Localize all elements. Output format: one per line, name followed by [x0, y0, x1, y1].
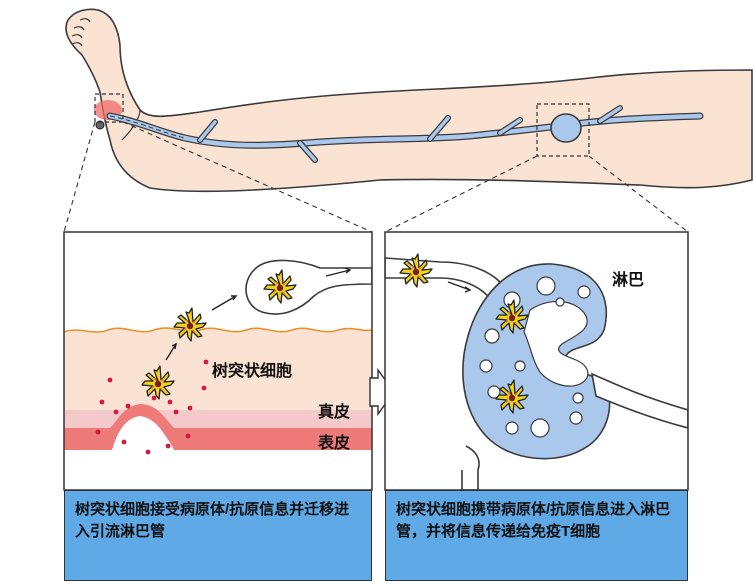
lymph-node-panel — [384, 231, 689, 491]
pathogen-dots — [95, 359, 209, 455]
leg-outline — [65, 8, 753, 193]
skin-panel — [63, 231, 373, 491]
caption-left: 树突状细胞接受病原体/抗原信息并迁移进入引流淋巴管 — [64, 490, 372, 581]
label-epidermis: 表皮 — [318, 435, 351, 452]
zoom-box-node — [536, 103, 590, 157]
label-dermis: 真皮 — [318, 404, 351, 421]
label-dendritic-cell: 树突状细胞 — [212, 363, 293, 380]
migration-arrows — [165, 267, 352, 361]
leg-illustration — [63, 8, 753, 233]
follicles — [479, 276, 591, 438]
caption-right: 树突状细胞携带病原体/抗原信息进入淋巴管，并将信息传递给免疫T细胞 — [385, 490, 688, 581]
dermis-region — [64, 328, 372, 428]
leg-lymph-node — [550, 113, 582, 143]
label-lymph: 淋巴 — [612, 272, 645, 289]
zoom-box-ankle — [94, 93, 124, 123]
epidermis-layer — [64, 404, 372, 450]
